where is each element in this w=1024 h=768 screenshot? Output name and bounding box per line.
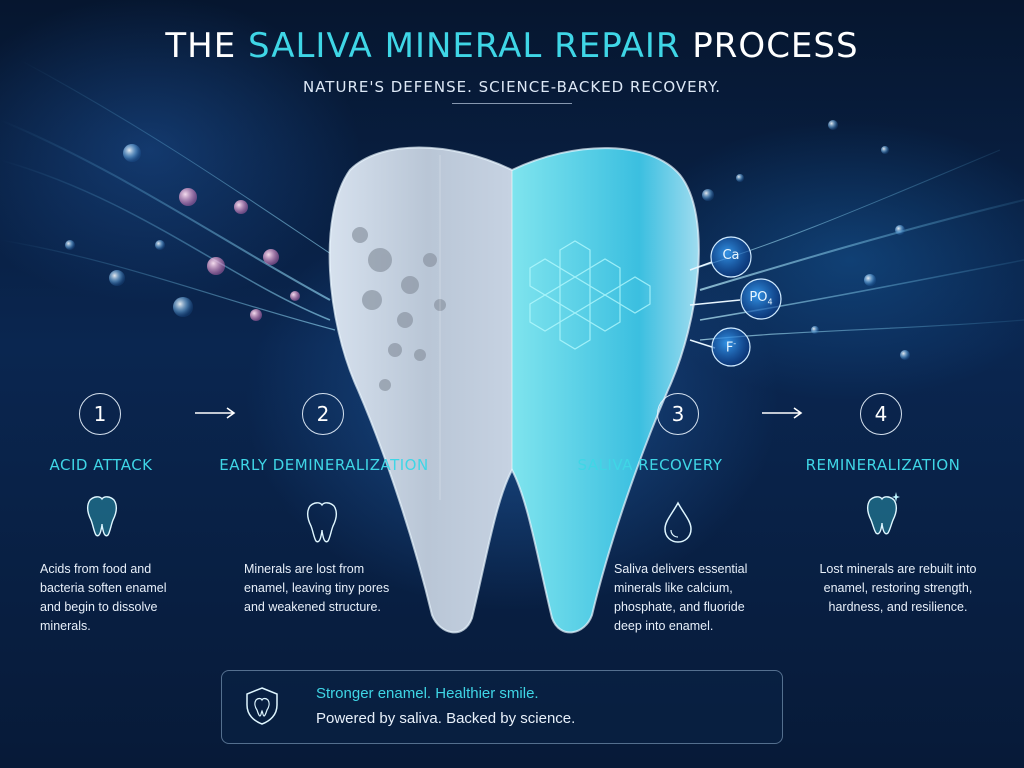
step-1-number: 1 — [79, 393, 121, 435]
title-accent: SALIVA MINERAL REPAIR — [248, 26, 681, 66]
step-4-title: REMINERALIZATION — [805, 456, 961, 474]
fluoride-ion-label: F- — [725, 339, 737, 356]
step-3-title: SALIVA RECOVERY — [577, 456, 723, 474]
step-4-description: Lost minerals are rebuilt into enamel, r… — [819, 562, 977, 614]
step-1-description: Acids from food and bacteria soften enam… — [40, 562, 167, 633]
footer-subtagline: Powered by saliva. Backed by science. — [316, 710, 576, 727]
step-2-number: 2 — [302, 393, 344, 435]
page-title: THE SALIVA MINERAL REPAIR PROCESS — [165, 26, 859, 66]
shield-tooth-icon — [246, 687, 278, 725]
step-2-title: EARLY DEMINERALIZATION — [219, 456, 429, 474]
arrow-right-icon — [195, 407, 236, 419]
step-3-number: 3 — [657, 393, 699, 435]
footer-tagline: Stronger enamel. Healthier smile. — [316, 685, 539, 702]
calcium-ion-label: Ca — [722, 248, 740, 263]
page-subtitle: NATURE'S DEFENSE. SCIENCE-BACKED RECOVER… — [302, 78, 721, 96]
sparkle-tooth-icon — [867, 492, 900, 535]
subtitle-divider — [452, 103, 572, 104]
step-3-description: Saliva delivers essential minerals like … — [614, 562, 748, 633]
step-4-number: 4 — [860, 393, 902, 435]
phosphate-ion-label: PO4 — [749, 290, 773, 307]
step-2-description: Minerals are lost from enamel, leaving t… — [244, 562, 390, 614]
arrow-right-icon — [762, 407, 803, 419]
tooth-outline-icon — [307, 502, 337, 543]
droplet-icon — [664, 501, 692, 543]
footer-banner — [221, 670, 783, 744]
step-1-title: ACID ATTACK — [49, 456, 153, 474]
tooth-icon — [87, 496, 117, 537]
